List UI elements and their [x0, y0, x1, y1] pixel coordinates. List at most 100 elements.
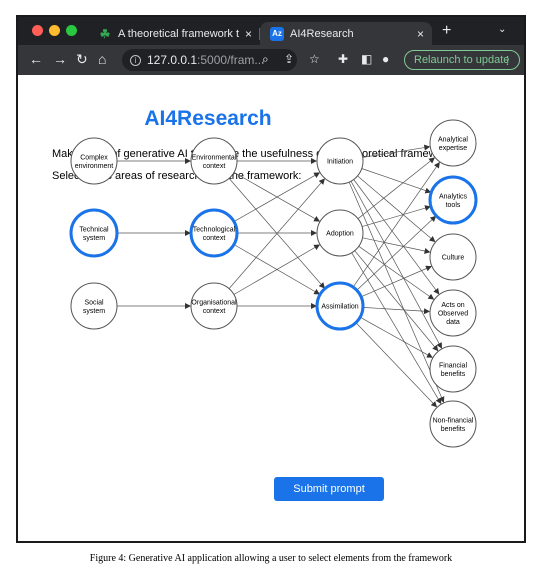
maximize-window-button[interactable]: [66, 25, 77, 36]
edge-adoption-to-tools: [362, 205, 431, 227]
node-circle[interactable]: [316, 209, 364, 257]
edge-adoption-to-culture: [362, 237, 431, 254]
close-icon[interactable]: ×: [244, 26, 252, 41]
edge-assimilation-to-culture: [360, 265, 432, 298]
edge-initiation-to-nonfinancial: [348, 181, 445, 403]
edge-technological-to-assimilation: [233, 244, 321, 295]
node-circle[interactable]: [429, 119, 477, 167]
node-analytical[interactable]: Analytical expertise: [429, 119, 477, 167]
info-icon[interactable]: i: [130, 54, 141, 66]
node-label: context: [203, 308, 226, 315]
extensions-puzzle-icon[interactable]: ✚: [338, 52, 349, 66]
back-arrow-icon[interactable]: ←: [29, 51, 43, 67]
star-bookmark-icon[interactable]: ☆: [309, 52, 320, 66]
node-label: expertise: [439, 145, 468, 152]
node-circle[interactable]: [190, 137, 238, 185]
edge-environmental-to-adoption: [233, 172, 321, 222]
address-bar[interactable]: i 127.0.0.1:5000/fram...: [122, 49, 297, 71]
selection-instruction: Select focus areas of research from the …: [52, 170, 302, 182]
share-icon[interactable]: ⇪: [284, 52, 295, 66]
node-circle[interactable]: [429, 400, 477, 448]
zoom-search-icon[interactable]: ⌕: [262, 52, 269, 66]
node-organisational[interactable]: Organisational context: [190, 282, 238, 330]
node-label: Observed: [438, 311, 468, 318]
node-label: data: [446, 319, 460, 326]
node-label: tools: [446, 202, 461, 209]
node-label: Analytical: [438, 136, 468, 143]
node-label: Organisational: [191, 299, 237, 306]
edge-adoption-to-nonfinancial: [351, 252, 442, 405]
node-circle[interactable]: [315, 281, 365, 331]
node-assimilation[interactable]: Assimilation: [315, 281, 365, 331]
reload-icon[interactable]: ↻: [76, 51, 88, 67]
node-circle[interactable]: [429, 233, 477, 281]
edge-organisational-to-adoption: [233, 244, 321, 295]
kebab-menu-icon[interactable]: ⋮: [502, 55, 513, 67]
page-title: AI4Research: [144, 107, 272, 130]
tab-search-chevron-icon[interactable]: ⌄: [498, 24, 507, 35]
node-circle[interactable]: [189, 208, 239, 258]
node-circle[interactable]: [428, 175, 478, 225]
node-social[interactable]: Social system: [70, 282, 118, 330]
edge-adoption-to-analytical: [357, 157, 435, 219]
minimize-window-button[interactable]: [49, 25, 60, 36]
relaunch-to-update-button[interactable]: Relaunch to update ⋮: [404, 50, 520, 70]
close-window-button[interactable]: [32, 25, 43, 36]
tab-ai4research[interactable]: Az AI4Research ×: [260, 22, 432, 45]
node-adoption[interactable]: Adoption: [316, 209, 364, 257]
edge-initiation-to-acts: [353, 179, 440, 295]
node-label: Technical: [79, 226, 109, 233]
close-icon[interactable]: ×: [416, 26, 424, 41]
node-culture[interactable]: Culture: [429, 233, 477, 281]
node-circle[interactable]: [316, 137, 364, 185]
edge-assimilation-to-nonfinancial: [355, 322, 438, 408]
node-label: environment: [75, 163, 114, 170]
url-path: :5000/fram...: [197, 53, 265, 67]
tab-theoretical-framework[interactable]: ☘ A theoretical framework to sup ×: [90, 22, 260, 45]
node-label: Non-financial: [433, 417, 474, 424]
tab-bar: ☘ A theoretical framework to sup × Az AI…: [18, 17, 524, 45]
framework-edges: [117, 144, 445, 408]
forward-arrow-icon[interactable]: →: [53, 51, 67, 67]
node-circle[interactable]: [429, 345, 477, 393]
node-nonfinancial[interactable]: Non-financial benefits: [429, 400, 477, 448]
node-label: benefits: [441, 426, 466, 433]
node-circle[interactable]: [70, 137, 118, 185]
node-label: Complex: [80, 154, 108, 161]
side-panel-icon[interactable]: ◧: [361, 52, 373, 66]
profile-avatar-icon[interactable]: ●: [382, 52, 390, 66]
url-host: 127.0.0.1: [147, 53, 198, 67]
node-circle[interactable]: [429, 289, 477, 337]
node-label: Initiation: [327, 159, 353, 166]
node-circle[interactable]: [70, 282, 118, 330]
node-label: Analytics: [439, 193, 468, 200]
submit-prompt-button[interactable]: Submit prompt: [274, 477, 384, 501]
home-icon[interactable]: ⌂: [98, 51, 107, 67]
edge-initiation-to-analytical: [362, 144, 431, 158]
new-tab-button[interactable]: +: [442, 22, 452, 39]
tab-separator: [259, 28, 260, 40]
node-label: system: [83, 308, 105, 315]
edge-initiation-to-tools: [361, 168, 432, 194]
edge-organisational-to-initiation: [228, 178, 325, 289]
figure-caption: Figure 4: Generative AI application allo…: [89, 553, 453, 564]
node-tools[interactable]: Analytics tools: [428, 175, 478, 225]
node-label: Social: [84, 299, 104, 306]
node-label: benefits: [441, 371, 466, 378]
node-complex[interactable]: Complex environment: [70, 137, 118, 185]
edge-adoption-to-acts: [358, 246, 435, 300]
edge-assimilation-to-analytical: [352, 161, 440, 288]
edge-assimilation-to-acts: [362, 307, 430, 315]
edge-initiation-to-financial: [350, 181, 442, 349]
node-circle[interactable]: [190, 282, 238, 330]
az-favicon-icon: Az: [270, 26, 284, 41]
tab-title: A theoretical framework to sup: [118, 27, 239, 40]
node-initiation[interactable]: Initiation: [316, 137, 364, 185]
node-circle[interactable]: [69, 208, 119, 258]
